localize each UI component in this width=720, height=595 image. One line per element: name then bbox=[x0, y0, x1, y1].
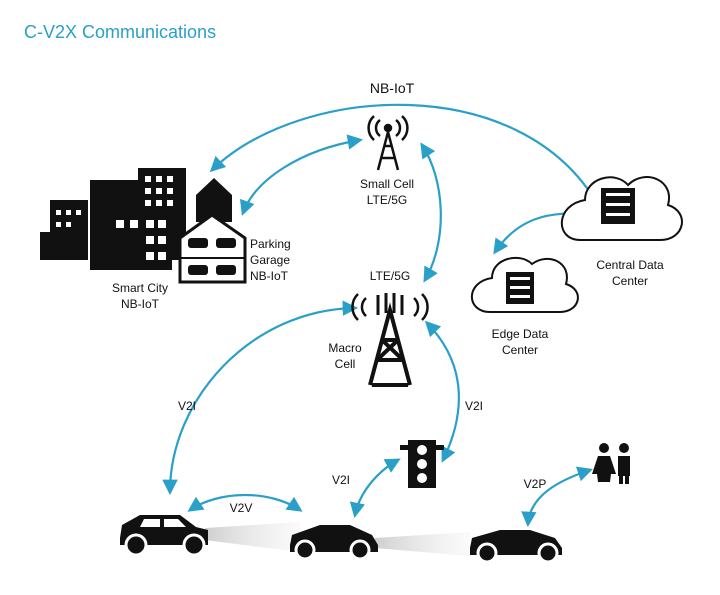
headlight-beam bbox=[205, 522, 300, 552]
small-cell-label-line1: Small Cell bbox=[359, 177, 414, 191]
traffic-light-icon bbox=[400, 440, 444, 488]
small-cell-garage-arrow bbox=[239, 134, 364, 216]
central-data-center-label-line1: Central Data bbox=[596, 258, 664, 272]
central-data-center-label: Central Data Center bbox=[580, 257, 680, 289]
suv-icon bbox=[120, 515, 208, 557]
headlight-beam bbox=[375, 532, 470, 556]
smart-city-label: Smart City NB-IoT bbox=[95, 280, 185, 312]
smart-city-label-line2: NB-IoT bbox=[120, 297, 159, 311]
edge-data-center-label: Edge Data Center bbox=[470, 326, 570, 358]
sports-car-icon bbox=[470, 530, 562, 564]
pedestrians-icon bbox=[592, 443, 630, 484]
small-cell-macro-arrow bbox=[420, 142, 442, 283]
central-data-center-label-line2: Center bbox=[611, 274, 649, 288]
sedan-icon bbox=[290, 525, 378, 561]
small-cell-label-line2: LTE/5G bbox=[366, 193, 408, 207]
parking-garage-label-line2: Garage bbox=[250, 253, 291, 267]
v2p-label: V2P bbox=[523, 477, 547, 491]
v2v-arrow bbox=[187, 493, 303, 512]
macro-cell-label: Macro Cell bbox=[320, 340, 370, 372]
nb-iot-label: NB-IoT bbox=[369, 80, 415, 96]
v2i-left-arrow bbox=[162, 300, 359, 496]
parking-garage-label-line1: Parking bbox=[250, 237, 291, 251]
edge-data-center-label-line1: Edge Data bbox=[491, 327, 549, 341]
small-cell-tower-icon bbox=[367, 115, 409, 171]
parking-garage-icon bbox=[178, 213, 247, 284]
parking-garage-label-line3: NB-IoT bbox=[250, 269, 289, 283]
lte5g-label: LTE/5G bbox=[369, 269, 411, 283]
edge-data-center-label-line2: Center bbox=[501, 343, 539, 357]
v2i-center-label: V2I bbox=[331, 473, 350, 487]
smart-city-label-line1: Smart City bbox=[111, 281, 168, 295]
small-cell-label: Small Cell LTE/5G bbox=[342, 176, 432, 208]
macro-cell-label-line2: Cell bbox=[334, 357, 356, 371]
parking-garage-label: Parking Garage NB-IoT bbox=[250, 236, 300, 284]
server-icon bbox=[506, 272, 534, 304]
v2i-left-label: V2I bbox=[177, 399, 196, 413]
v2i-right-arrow bbox=[424, 320, 460, 463]
v2v-label: V2V bbox=[229, 501, 253, 515]
v2p-arrow bbox=[521, 466, 593, 528]
diagram-title: C-V2X Communications bbox=[24, 22, 217, 42]
v2i-right-label: V2I bbox=[464, 399, 483, 413]
buildings-icon bbox=[40, 168, 232, 270]
v2i-center-arrow bbox=[349, 458, 401, 519]
server-icon bbox=[601, 188, 635, 224]
macro-cell-tower-icon bbox=[351, 293, 429, 387]
macro-cell-label-line1: Macro bbox=[328, 341, 362, 355]
